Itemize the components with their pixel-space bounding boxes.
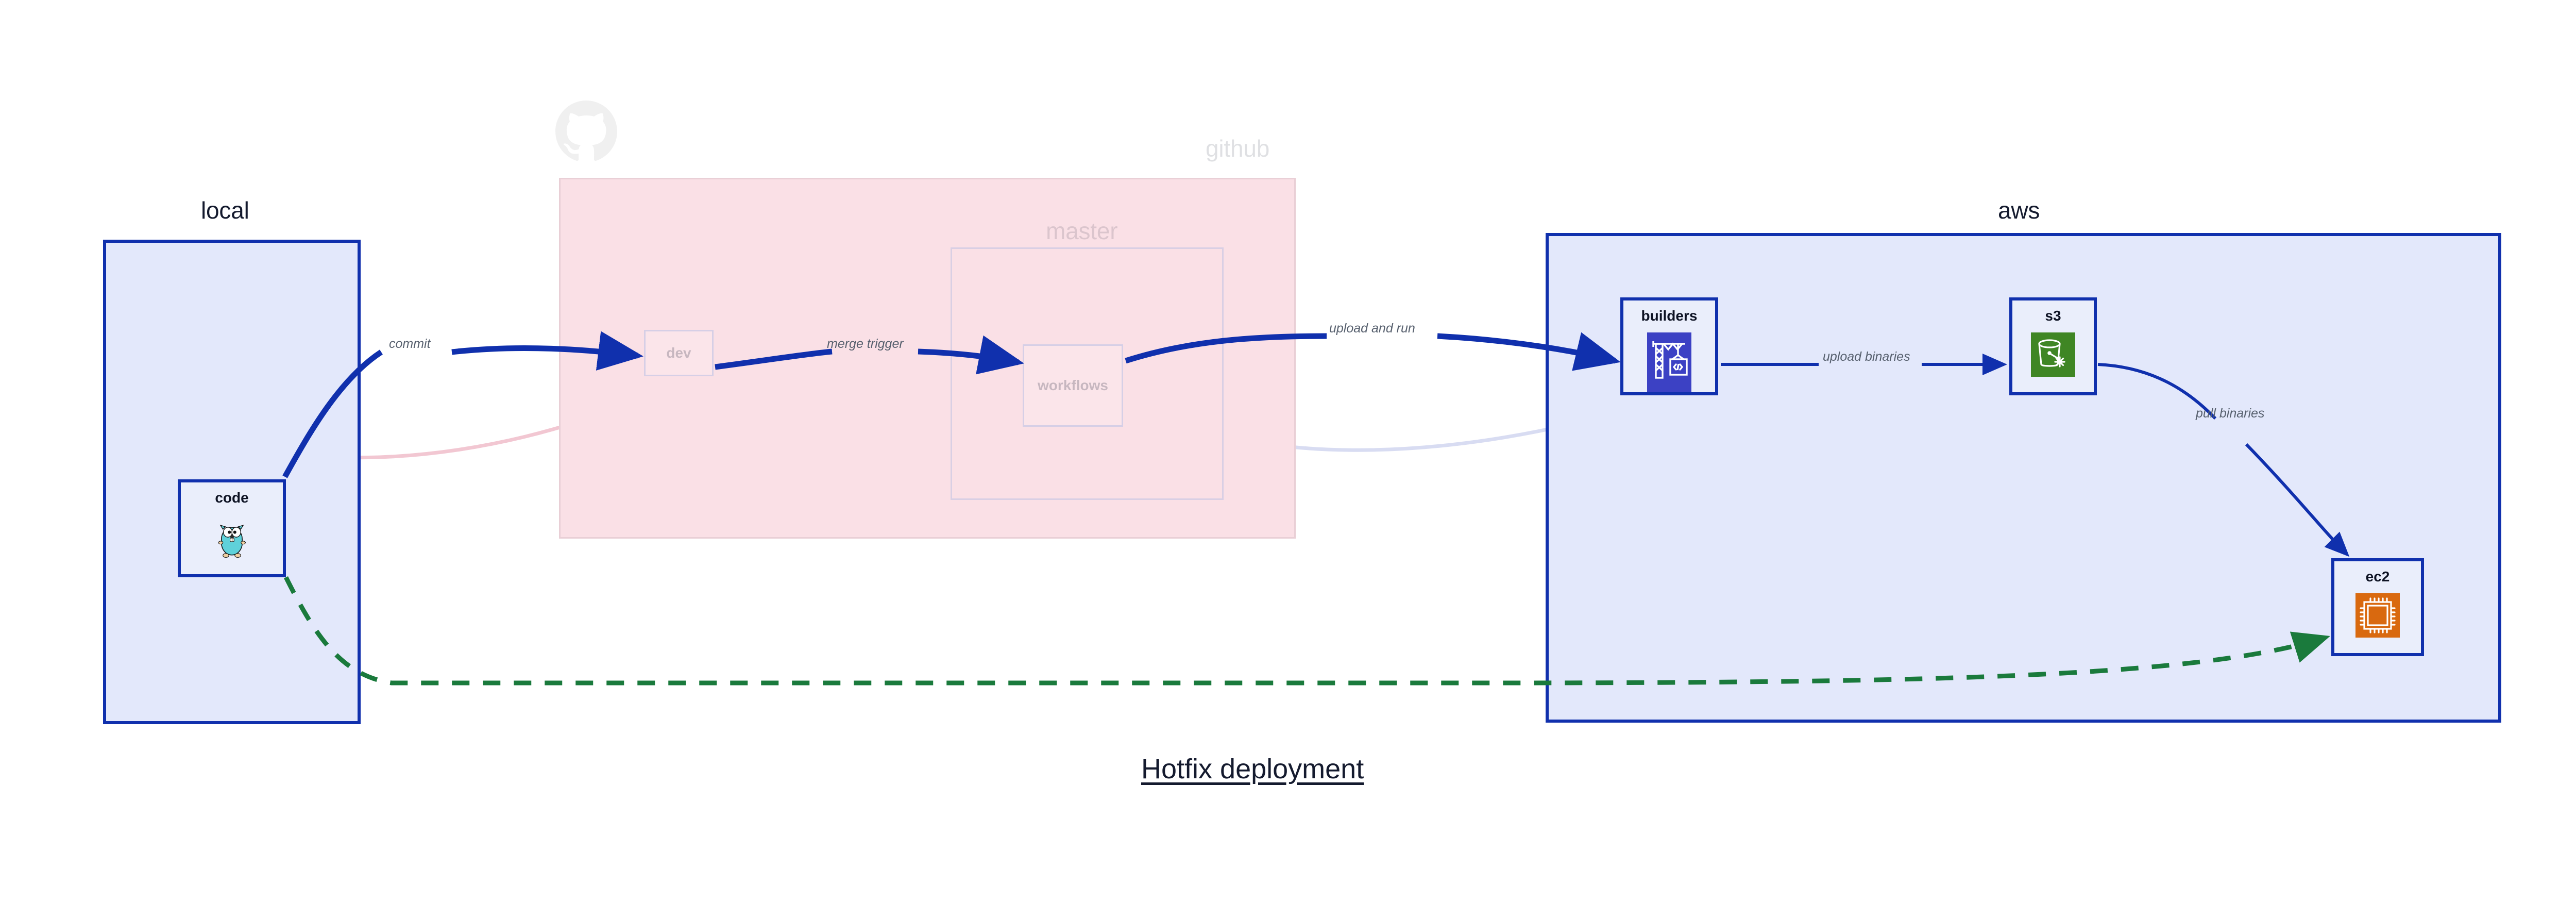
node-ec2-label: ec2 (2365, 569, 2390, 584)
node-workflows[interactable]: workflows (1023, 344, 1123, 427)
node-s3-label: s3 (2045, 308, 2061, 324)
aws-ec2-icon (2355, 593, 2400, 638)
node-code[interactable]: code (178, 479, 286, 577)
diagram-title: Hotfix deployment (1141, 754, 1364, 784)
node-builders-label: builders (1641, 308, 1698, 324)
group-master (951, 247, 1224, 500)
go-gopher-icon (207, 514, 257, 566)
node-dev[interactable]: dev (644, 330, 714, 376)
node-code-label: code (215, 490, 249, 506)
edge-label-commit: commit (389, 337, 431, 351)
edge-label-upload-binaries: upload binaries (1823, 349, 1910, 364)
github-octocat-icon (555, 101, 617, 162)
node-s3[interactable]: s3 (2009, 297, 2097, 395)
node-builders[interactable]: builders (1620, 297, 1718, 395)
node-dev-label: dev (666, 345, 691, 361)
node-workflows-label: workflows (1038, 377, 1108, 393)
edge-label-upload-and-run: upload and run (1329, 321, 1415, 336)
edge-label-pull-binaries: pull binaries (2196, 406, 2265, 421)
node-ec2[interactable]: ec2 (2331, 558, 2424, 656)
edge-label-merge-trigger: merge trigger (827, 337, 904, 351)
aws-s3-icon (2031, 332, 2075, 377)
group-label-aws: aws (1998, 197, 2040, 224)
group-label-master: master (1046, 218, 1118, 244)
group-label-local: local (201, 197, 249, 224)
group-label-github: github (1206, 135, 1270, 162)
aws-codebuild-icon (1647, 332, 1691, 392)
